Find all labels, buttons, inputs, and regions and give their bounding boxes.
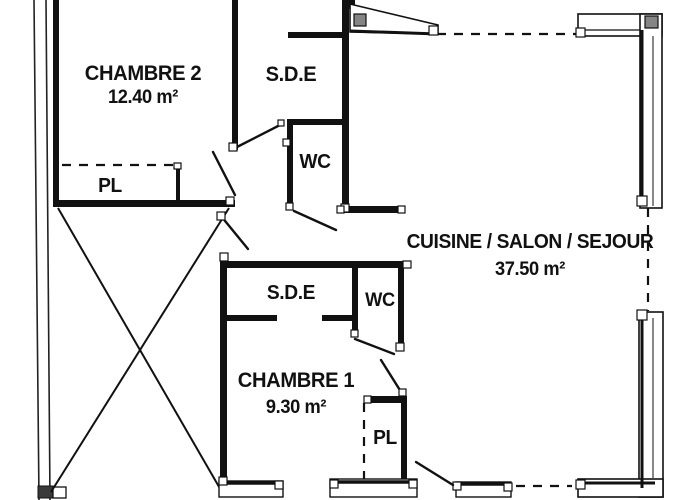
wall-end-caps [173, 119, 412, 486]
door-hall [219, 214, 250, 251]
room-area-chambre2: 12.40 m² [108, 87, 178, 108]
door-chambre2 [211, 150, 237, 197]
terrace-boundary-lines [33, 0, 51, 500]
closet-label-chambre1: PL [373, 427, 397, 449]
dashed-lines [62, 32, 650, 488]
walls [53, 0, 410, 497]
door-entry [414, 460, 455, 487]
window-bottom-entry [452, 481, 513, 498]
door-sde-top [235, 122, 284, 149]
room-area-cuisine: 37.50 m² [495, 259, 565, 280]
room-label-cuisine: CUISINE / SALON / SEJOUR [406, 231, 654, 253]
window-top-right-corner [575, 13, 663, 209]
room-label-chambre2: CHAMBRE 2 [84, 62, 202, 85]
closet-label-chambre2: PL [98, 175, 122, 197]
room-label-sde-bottom: S.D.E [266, 282, 316, 304]
door-wc-top [292, 209, 338, 232]
terrace-cross [50, 207, 230, 493]
window-bottom-chambre1-left [218, 480, 284, 498]
window-top-left [349, 2, 439, 36]
room-label-wc-top: WC [299, 151, 331, 173]
door-wc-bottom [353, 337, 396, 356]
window-bottom-right-corner [575, 309, 664, 498]
terrace-post-cap [52, 486, 67, 499]
window-bottom-chambre1-right [329, 478, 418, 498]
room-label-sde-top: S.D.E [265, 63, 317, 86]
room-label-wc-bottom: WC [365, 290, 395, 311]
door-leaves [211, 122, 455, 487]
room-label-chambre1: CHAMBRE 1 [237, 369, 355, 392]
terrace-post [37, 485, 54, 499]
room-area-chambre1: 9.30 m² [265, 397, 327, 418]
